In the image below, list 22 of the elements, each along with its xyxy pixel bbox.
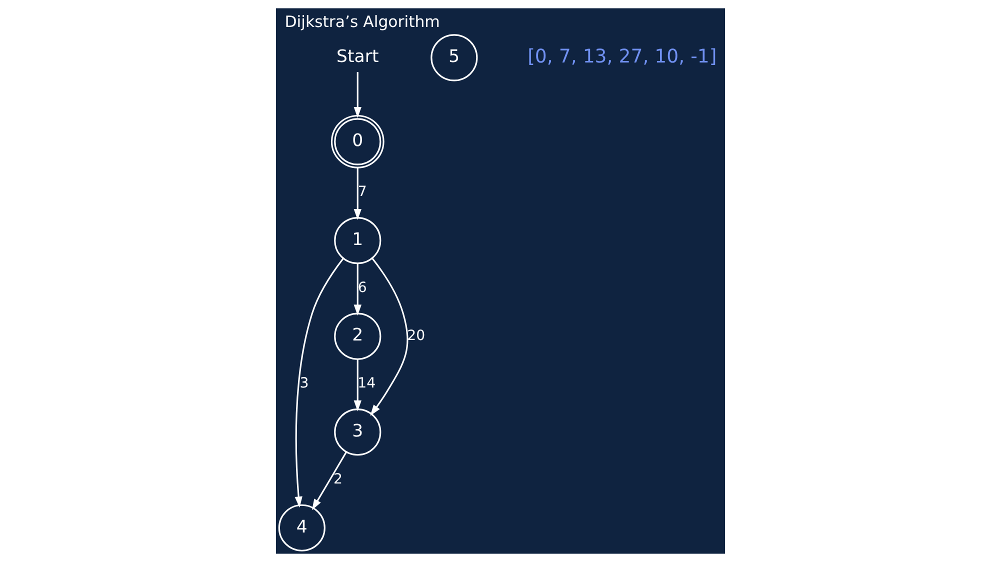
diagram-title: Dijkstra’s Algorithm <box>284 12 440 32</box>
arrow <box>353 359 361 412</box>
edge-label: 20 <box>406 328 425 344</box>
edge-label: 3 <box>299 376 308 392</box>
node-circle: 2 <box>334 312 381 360</box>
edge-label: 7 <box>357 184 366 200</box>
node-circle: 1 <box>334 217 381 264</box>
node-text: Start <box>336 47 378 68</box>
arrow <box>370 258 408 416</box>
node-circle: 3 <box>334 408 381 456</box>
node-circle: 0 <box>330 114 384 168</box>
edge-label: 14 <box>357 376 376 392</box>
label: [0, 7, 13, 27, 10, -1] <box>527 46 716 68</box>
edge-label: 2 <box>333 471 342 488</box>
arrow <box>353 263 361 316</box>
edge-label: 6 <box>357 280 366 296</box>
node-circle: 4 <box>278 504 325 552</box>
arrow <box>353 168 361 220</box>
arrow <box>311 452 347 510</box>
node-circle: 5 <box>430 34 478 82</box>
arrow <box>353 72 361 118</box>
arrow <box>294 258 344 508</box>
